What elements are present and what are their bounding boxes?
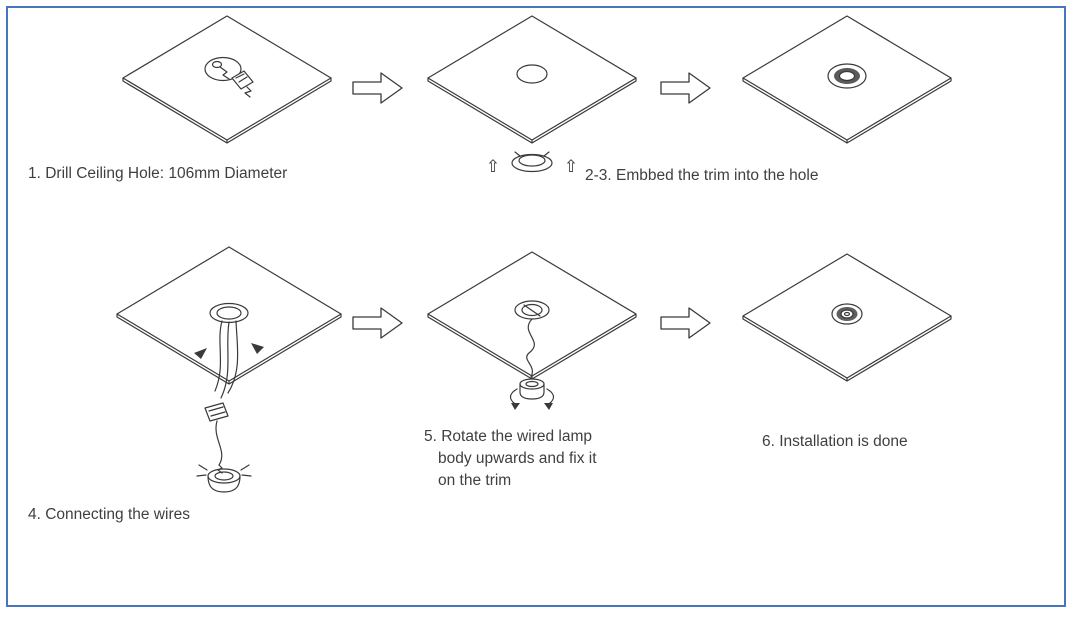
rotate-lamp-icon (427, 251, 637, 410)
step-6-illustration (740, 250, 955, 385)
step-3-illustration (740, 12, 955, 152)
diagram-border (6, 6, 1066, 607)
flow-arrow-1 (352, 70, 404, 106)
arrow-right-icon (660, 72, 711, 104)
arrow-right-icon (352, 72, 403, 104)
step-2-3-label: 2-3. Embbed the trim into the hole (585, 167, 819, 184)
flow-arrow-2 (660, 70, 712, 106)
wiring-illustration-icon (116, 246, 342, 493)
step-5-label-line-2: body upwards and fix it (438, 450, 597, 467)
step-1-illustration (120, 12, 335, 162)
arrow-right-icon (352, 307, 403, 339)
up-arrow-icon: ⇧ (564, 157, 578, 176)
ceiling-panel-drill-icon (122, 15, 332, 144)
step-5-label: 5. Rotate the wired lamp body upwards an… (424, 426, 597, 492)
step-5-label-line-3: on the trim (438, 472, 512, 489)
flow-arrow-4 (660, 305, 712, 341)
step-2-3-illustration: ⇧ ⇧ (425, 12, 640, 182)
arrow-right-icon (660, 307, 711, 339)
flow-arrow-3 (352, 305, 404, 341)
step-4-label: 4. Connecting the wires (28, 506, 190, 523)
step-4-illustration (112, 243, 347, 511)
step-1-label: 1. Drill Ceiling Hole: 106mm Diameter (28, 165, 288, 182)
step-6-label: 6. Installation is done (762, 433, 908, 450)
step-5-label-line-1: 5. Rotate the wired lamp (424, 428, 593, 445)
up-arrow-icon: ⇧ (486, 157, 500, 176)
ceiling-panel-embedded-trim-icon (742, 15, 952, 144)
ceiling-panel-trim-icon: ⇧ ⇧ (427, 15, 637, 176)
installed-lamp-icon (742, 253, 952, 382)
step-5-illustration (425, 248, 640, 420)
